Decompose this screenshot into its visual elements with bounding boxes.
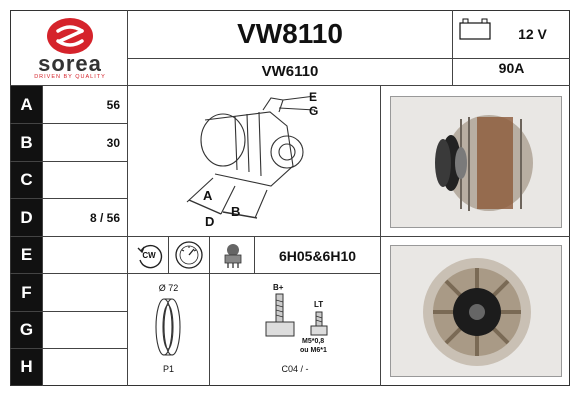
label-g: G bbox=[309, 104, 319, 118]
voltage: 12 V bbox=[518, 26, 547, 42]
row-value-e bbox=[44, 237, 120, 273]
header-divider bbox=[452, 10, 453, 85]
row-divider bbox=[10, 161, 128, 162]
row-letter-e: E bbox=[11, 237, 42, 273]
row-value-g bbox=[44, 312, 120, 348]
dimension-diagram: E G A B D bbox=[175, 90, 345, 230]
pulley-diameter: Ø 72 bbox=[158, 283, 179, 293]
battery-icon bbox=[459, 18, 491, 45]
label-e: E bbox=[309, 90, 318, 104]
row-value-b: 30 bbox=[106, 135, 120, 150]
terminal-thread-1: M5*0,8 bbox=[302, 338, 325, 345]
row-letter-a: A bbox=[11, 86, 42, 123]
brand-logo: sorea DRIVEN BY QUALITY bbox=[20, 14, 120, 82]
row-letter-d: D bbox=[11, 199, 42, 236]
row-value-h bbox=[44, 349, 120, 385]
label-b: B bbox=[231, 204, 241, 219]
column-divider bbox=[380, 85, 381, 386]
label-d: D bbox=[205, 214, 215, 229]
cell-divider bbox=[209, 237, 210, 273]
bolt-lt-icon bbox=[308, 310, 332, 338]
sorea-logo-mark bbox=[47, 18, 93, 54]
row-divider bbox=[10, 348, 128, 349]
cell-divider bbox=[254, 237, 255, 273]
gauge-icon bbox=[173, 240, 205, 270]
column-divider bbox=[127, 85, 128, 386]
row-divider bbox=[127, 236, 381, 237]
pulley-code: P1 bbox=[162, 364, 174, 374]
product-photo-side bbox=[390, 96, 562, 228]
label-a: A bbox=[203, 188, 213, 203]
row-divider bbox=[10, 123, 128, 124]
column-divider bbox=[42, 85, 43, 386]
row-letter-f: F bbox=[11, 274, 42, 311]
row-value-c bbox=[44, 162, 120, 198]
rotation-label: CW bbox=[142, 251, 156, 260]
header-divider bbox=[127, 58, 570, 59]
terminal-b-plus: B+ bbox=[273, 283, 284, 292]
row-divider bbox=[127, 273, 381, 274]
row-divider bbox=[10, 311, 128, 312]
row-divider bbox=[10, 273, 128, 274]
cell-divider bbox=[168, 237, 169, 273]
row-divider bbox=[381, 236, 570, 237]
brand-tagline: DRIVEN BY QUALITY bbox=[34, 74, 106, 80]
column-divider bbox=[209, 273, 210, 386]
row-letter-c: C bbox=[11, 162, 42, 198]
regulator-icon bbox=[220, 241, 246, 269]
row-letter-g: G bbox=[11, 312, 42, 348]
row-divider bbox=[10, 198, 128, 199]
alt-reference: VW6110 bbox=[261, 63, 319, 80]
bolt-b-plus-icon bbox=[262, 292, 300, 342]
row-value-a: 56 bbox=[106, 97, 120, 112]
header-divider bbox=[127, 10, 128, 85]
brand-name: sorea bbox=[38, 51, 102, 76]
amperage: 90A bbox=[498, 60, 525, 76]
product-photo-front bbox=[390, 245, 562, 377]
row-letter-b: B bbox=[11, 124, 42, 161]
header-divider bbox=[10, 85, 570, 86]
terminal-lt: LT bbox=[314, 300, 324, 309]
row-value-d: 8 / 56 bbox=[89, 210, 120, 225]
terminal-thread-2: ou M6*1 bbox=[300, 347, 327, 354]
pulley-icon bbox=[150, 296, 190, 358]
regulator-code: 6H05&6H10 bbox=[278, 248, 357, 264]
part-number: VW8110 bbox=[237, 18, 343, 49]
row-divider bbox=[10, 236, 128, 237]
terminals-code: C04 / - bbox=[281, 364, 309, 374]
rotation-cw-icon: CW bbox=[135, 242, 163, 270]
row-letter-h: H bbox=[11, 349, 42, 385]
row-value-f bbox=[44, 274, 120, 311]
